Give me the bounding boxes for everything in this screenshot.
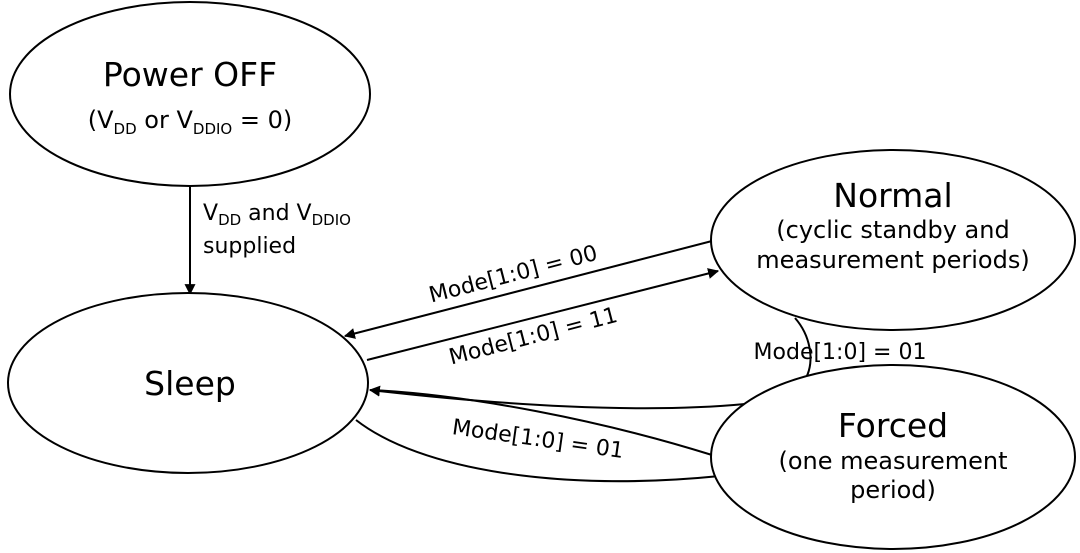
state-normal — [710, 149, 1076, 331]
sleep-title: Sleep — [144, 364, 236, 403]
supplied-label-line2: supplied — [203, 234, 296, 259]
supplied-label-line1: VDD and VDDIO — [203, 201, 351, 229]
edge-forced-to-sleep-return — [368, 385, 746, 410]
label-sleep-to-normal: Mode[1:0] = 11 — [447, 303, 621, 371]
state-sleep — [7, 292, 369, 474]
forced-title: Forced — [838, 406, 948, 445]
edge-normal-to-sleep — [343, 240, 713, 339]
normal-desc-line1: (cyclic standby and — [776, 216, 1009, 244]
forced-desc-line1: (one measurement — [778, 447, 1007, 475]
normal-title: Normal — [833, 176, 952, 215]
state-forced — [710, 364, 1076, 550]
edge-normal-to-forced — [794, 317, 812, 379]
label-normal-to-sleep: Mode[1:0] = 00 — [427, 241, 601, 309]
states — [7, 1, 1076, 550]
forced-desc-line2: period) — [850, 476, 936, 504]
state-power-off — [9, 1, 371, 187]
normal-desc-line2: measurement periods) — [756, 246, 1029, 274]
power-off-title: Power OFF — [103, 55, 277, 94]
label-sleep-to-forced: Mode[1:0] = 01 — [451, 415, 626, 464]
power-off-condition: (VDD or VDDIO = 0) — [88, 106, 292, 138]
label-normal-to-forced: Mode[1:0] = 01 — [754, 340, 927, 365]
edge-sleep-to-normal — [366, 268, 720, 361]
